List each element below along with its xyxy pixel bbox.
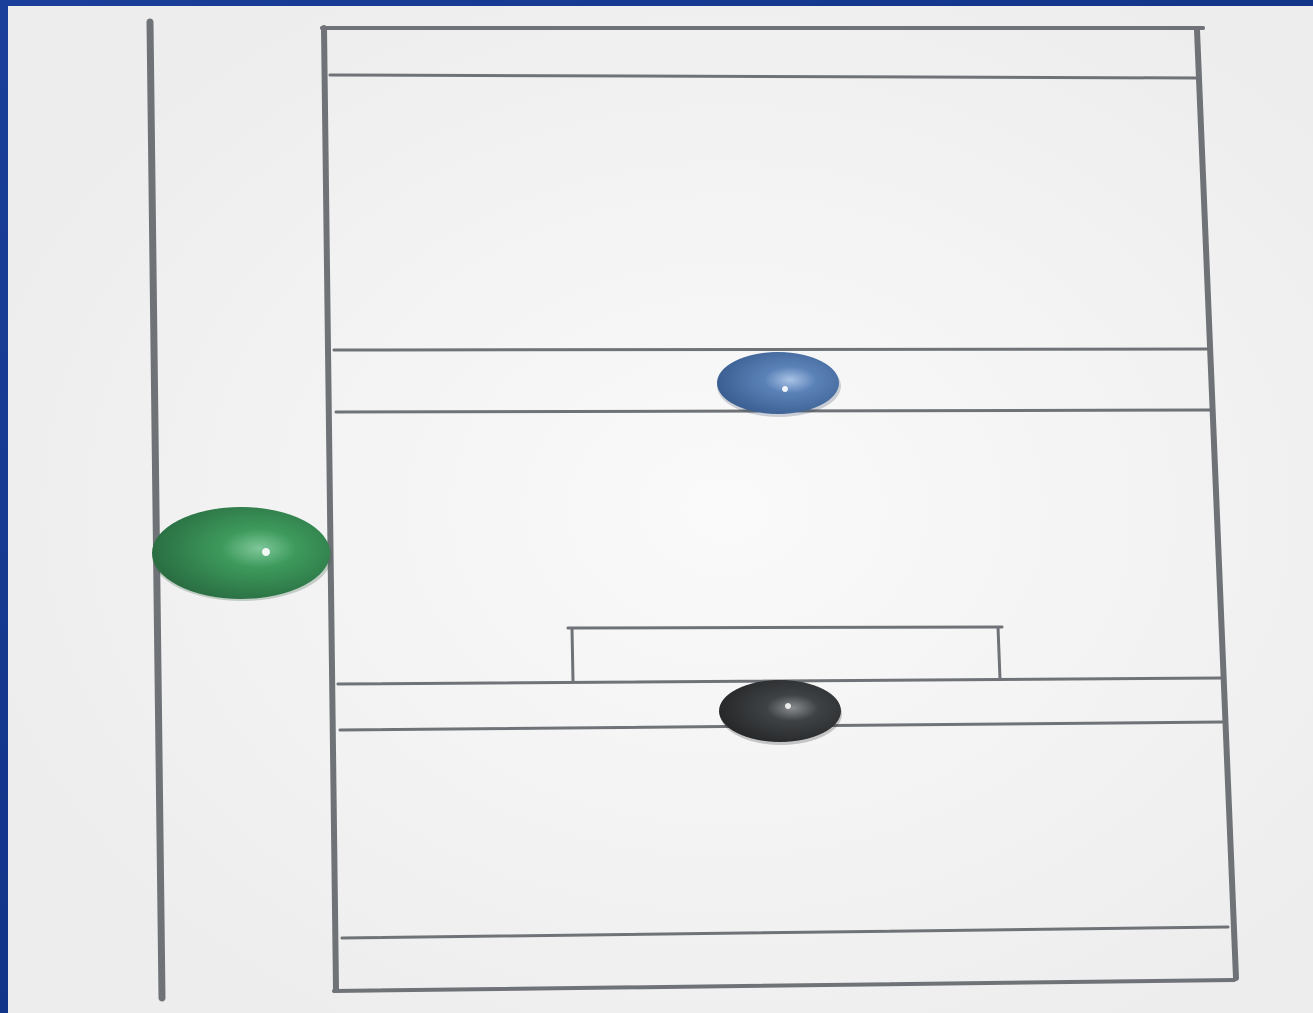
blue-magnet bbox=[717, 352, 841, 417]
green-magnet bbox=[152, 507, 332, 601]
whiteboard bbox=[8, 6, 1313, 1013]
dark-magnet bbox=[719, 680, 842, 745]
